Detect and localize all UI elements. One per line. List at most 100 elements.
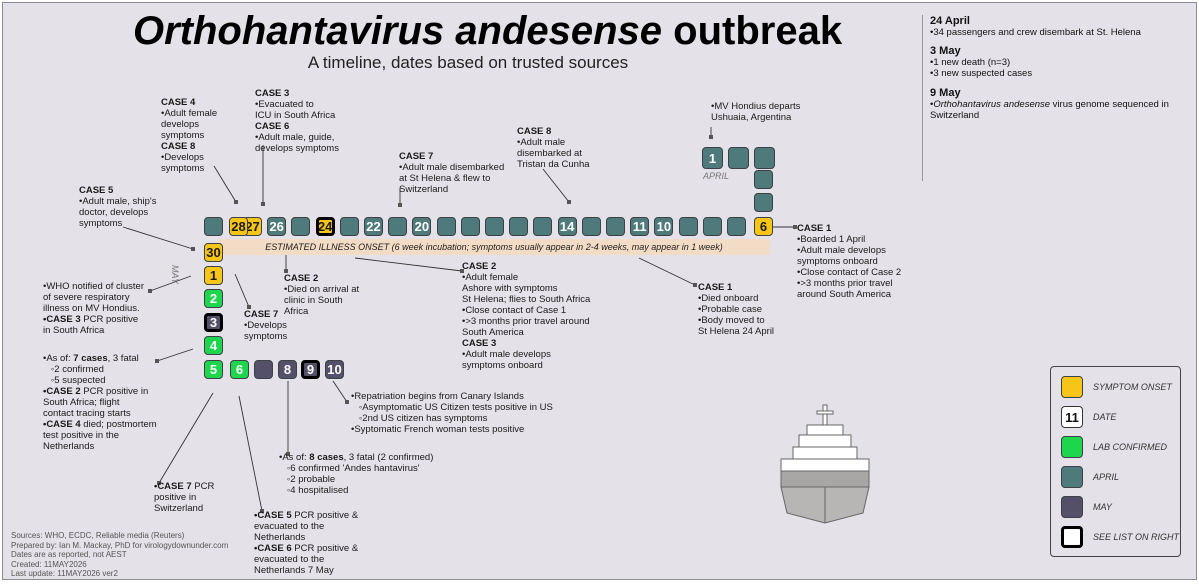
connector-line bbox=[354, 257, 463, 272]
connector-dot bbox=[709, 135, 713, 139]
connector-dot bbox=[155, 359, 159, 363]
sidebar-segment: •34 passengers and crew disembark at St.… bbox=[930, 27, 1141, 38]
annotation-segment: PCR positive bbox=[80, 314, 139, 325]
annotation-line: •Adult male develops bbox=[462, 349, 551, 360]
annotation-segment: •As of: bbox=[43, 353, 74, 364]
annotation-segment: •As of: bbox=[279, 452, 310, 463]
annotation-line: CASE 4 bbox=[161, 97, 196, 108]
annotation-segment: •CASE 2 bbox=[43, 386, 81, 397]
annotation-segment: , 3 fatal bbox=[107, 353, 139, 364]
annotation-line: •Develops bbox=[244, 320, 287, 331]
timeline-day-april-blank-20 bbox=[388, 217, 408, 236]
annotation-line: •Boarded 1 April bbox=[797, 234, 866, 245]
connector-line bbox=[542, 168, 570, 203]
annotation-n14: •Repatriation begins from Canary Islands… bbox=[351, 391, 553, 435]
annotation-line: •Adult male develops bbox=[797, 245, 886, 256]
annotation-line: develops symptoms bbox=[255, 143, 339, 154]
annotation-line: illness on MV Hondius. bbox=[43, 303, 140, 314]
timeline-day-april-1: 1 bbox=[702, 147, 723, 169]
legend-swatch bbox=[1061, 436, 1083, 458]
annotation-segment: •CASE 3 bbox=[43, 314, 81, 325]
annotation-line: Switzerland bbox=[399, 184, 449, 195]
sidebar-item: •3 new suspected cases bbox=[930, 68, 1032, 79]
timeline-day-april-30: 30 bbox=[204, 243, 223, 262]
annotation-segment: 8 cases bbox=[309, 452, 344, 463]
connector-line bbox=[238, 395, 263, 512]
annotation-line: •CASE 7 PCR bbox=[154, 481, 214, 492]
annotation-segment: •CASE 5 bbox=[254, 510, 292, 521]
annotation-line: •Close contact of Case 2 bbox=[797, 267, 902, 278]
annotation-line: •Adult male, guide, bbox=[255, 132, 335, 143]
timeline-day-may-10: 10 bbox=[325, 360, 344, 379]
annotation-line: CASE 8 bbox=[517, 126, 552, 137]
timeline-day-april-20: 20 bbox=[412, 217, 432, 236]
timeline-day-april-blank-4 bbox=[754, 193, 773, 212]
sidebar-date: 9 May bbox=[930, 87, 961, 99]
annotation-line: CASE 2 bbox=[284, 273, 319, 284]
annotation-line: South Africa; flight bbox=[43, 397, 120, 408]
connector-line bbox=[156, 348, 194, 362]
connector-dot bbox=[157, 481, 161, 485]
annotation-line: doctor, develops bbox=[79, 207, 149, 218]
annotation-line: disembarked at bbox=[517, 148, 582, 159]
title-italic: Orthohantavirus andesense bbox=[133, 9, 663, 53]
annotation-line: evacuated to the bbox=[254, 554, 325, 565]
timeline-day-april-blank-6 bbox=[727, 217, 746, 236]
legend-swatch bbox=[1061, 526, 1083, 548]
annotation-segment: PCR positive in bbox=[80, 386, 149, 397]
annotation-line: ◦5 suspected bbox=[43, 375, 106, 386]
ship-icon bbox=[780, 404, 870, 524]
connector-line bbox=[332, 380, 348, 403]
page-subtitle: A timeline, dates based on trusted sourc… bbox=[307, 53, 629, 72]
timeline-day-april-blank-24 bbox=[291, 217, 311, 236]
annotation-line: contact tracing starts bbox=[43, 408, 131, 419]
sources: Sources: WHO, ECDC, Reliable media (Reut… bbox=[11, 531, 228, 579]
timeline-day-april-blank-16 bbox=[485, 217, 504, 236]
annotation-line: around South America bbox=[797, 289, 892, 300]
source-line: Created: 11MAY2026 bbox=[11, 559, 87, 569]
timeline-day-april-blank-18 bbox=[436, 217, 456, 236]
timeline-day-may-1: 1 bbox=[204, 266, 223, 285]
annotation-segment: died; postmortem bbox=[80, 419, 157, 430]
annotation-line: positive in bbox=[154, 492, 197, 503]
legend-item-lab: LAB CONFIRMED bbox=[1061, 435, 1167, 459]
timeline-day-april-blank-3 bbox=[754, 170, 773, 189]
annotation-line: •Probable case bbox=[698, 304, 763, 315]
connector-dot bbox=[260, 509, 264, 513]
timeline-day-april-blank-11 bbox=[606, 217, 625, 236]
connector-dot bbox=[148, 289, 152, 293]
annotation-line: ◦4 hospitalised bbox=[279, 485, 349, 496]
annotation-line: Ushuaia, Argentina bbox=[711, 112, 792, 123]
annotation-segment: 7 cases bbox=[73, 353, 108, 364]
annotation-line: ICU in South Africa bbox=[255, 110, 336, 121]
timeline-day-may-4: 4 bbox=[204, 336, 223, 355]
timeline-day-april-blank-22 bbox=[339, 217, 359, 236]
connector-dot bbox=[345, 400, 349, 404]
source-line: Dates are as reported, not AEST bbox=[11, 550, 127, 559]
annotation-line: Netherlands bbox=[254, 532, 306, 543]
sidebar-segment: Switzerland bbox=[930, 110, 980, 121]
legend-label: APRIL bbox=[1093, 472, 1120, 482]
connector-dot bbox=[284, 269, 288, 273]
annotation-line: CASE 5 bbox=[79, 185, 114, 196]
timeline-day-april-blank-7 bbox=[702, 217, 722, 236]
annotation-line: •>3 months prior travel around bbox=[462, 316, 590, 327]
timeline-day-april-blank-17 bbox=[460, 217, 480, 236]
timeline-day-may-9: 9 bbox=[301, 360, 320, 379]
sidebar-divider bbox=[922, 15, 923, 181]
annotation-line: •CASE 6 PCR positive & bbox=[254, 543, 358, 554]
annotation-line: •Syptomatic French woman tests positive bbox=[351, 424, 525, 435]
connector-line bbox=[638, 257, 696, 286]
timeline-day-may-5: 5 bbox=[204, 360, 223, 379]
annotation-line: CASE 3 bbox=[255, 88, 290, 99]
timeline-day-april-22: 22 bbox=[364, 217, 383, 236]
legend-swatch bbox=[1061, 376, 1083, 398]
annotation-line: ◦2 probable bbox=[279, 474, 336, 485]
timeline-day-april-24: 24 bbox=[315, 217, 335, 236]
legend-swatch bbox=[1061, 466, 1083, 488]
annotation-line: South America bbox=[462, 327, 524, 338]
